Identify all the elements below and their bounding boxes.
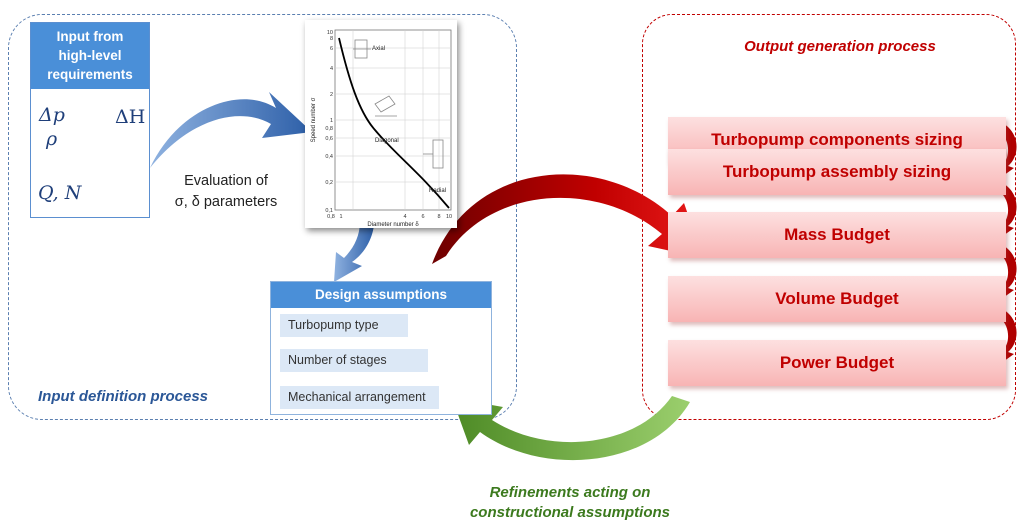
evaluation-text: Evaluation of σ, δ parameters — [150, 171, 302, 213]
refinement-caption: Refinements acting on constructional ass… — [420, 483, 720, 523]
x-tick: 4 — [403, 214, 406, 220]
y-tick: 8 — [330, 36, 333, 42]
green-arrow-refinements — [452, 396, 690, 461]
evaluation-line2: σ, δ parameters — [174, 194, 278, 210]
delta-p-symbol: Δp — [39, 104, 65, 126]
output-mass-budget: Mass Budget — [668, 212, 1006, 258]
requirements-header-line3: requirements — [47, 67, 133, 82]
cordier-diagram-image: Axial Diagonal Radial 10 8 6 4 2 1 0,8 0… — [305, 20, 457, 228]
output-region-title: Output generation process — [744, 38, 936, 55]
y-tick: 6 — [330, 46, 333, 52]
y-tick: 0,2 — [325, 180, 333, 186]
y-tick: 0,4 — [325, 154, 333, 160]
output-turbopump-assembly-sizing: Turbopump assembly sizing — [668, 149, 1006, 195]
assumption-mechanical-arrangement: Mechanical arrangement — [280, 386, 439, 409]
y-tick: 0,6 — [325, 136, 333, 142]
design-assumptions-header: Design assumptions — [271, 282, 491, 308]
q-n-symbols: Q, N — [38, 182, 82, 204]
assumption-number-of-stages: Number of stages — [280, 349, 428, 372]
chart-xlabel: Diameter number δ — [367, 222, 419, 228]
y-tick: 2 — [330, 92, 333, 98]
output-volume-budget: Volume Budget — [668, 276, 1006, 322]
chart-label-radial: Radial — [429, 188, 446, 194]
y-tick: 1 — [330, 118, 333, 124]
requirements-header-line1: Input from — [56, 29, 124, 44]
rho-symbol: ρ — [46, 128, 58, 150]
input-region-title: Input definition process — [38, 388, 209, 405]
output-power-budget: Power Budget — [668, 340, 1006, 386]
chart-label-diagonal: Diagonal — [375, 138, 399, 144]
x-tick: 8 — [437, 214, 440, 220]
evaluation-line1: Evaluation of — [184, 173, 268, 189]
requirements-header: Input from high-level requirements — [31, 23, 149, 89]
delta-h-symbol: ΔH — [115, 106, 146, 128]
x-tick: 1 — [339, 214, 342, 220]
cordier-diagram-svg: Axial Diagonal Radial 10 8 6 4 2 1 0,8 0… — [311, 29, 452, 228]
red-arrow-to-output — [432, 174, 703, 264]
y-tick: 0,8 — [325, 126, 333, 132]
y-tick: 4 — [330, 66, 333, 72]
requirements-header-line2: high-level — [58, 48, 122, 63]
x-tick: 0,8 — [327, 214, 335, 220]
chart-label-axial: Axial — [372, 46, 385, 52]
y-tick: 0,1 — [325, 208, 333, 214]
chart-ylabel: Speed number σ — [311, 97, 317, 142]
x-tick: 10 — [446, 214, 452, 220]
refinement-line1: Refinements acting on — [489, 484, 651, 501]
blue-arrow-to-chart — [150, 92, 312, 168]
refinement-line2: constructional assumptions — [469, 504, 671, 521]
input-definition-region — [8, 14, 517, 420]
assumption-turbopump-type: Turbopump type — [280, 314, 408, 337]
y-tick: 10 — [327, 30, 333, 36]
x-tick: 6 — [421, 214, 424, 220]
